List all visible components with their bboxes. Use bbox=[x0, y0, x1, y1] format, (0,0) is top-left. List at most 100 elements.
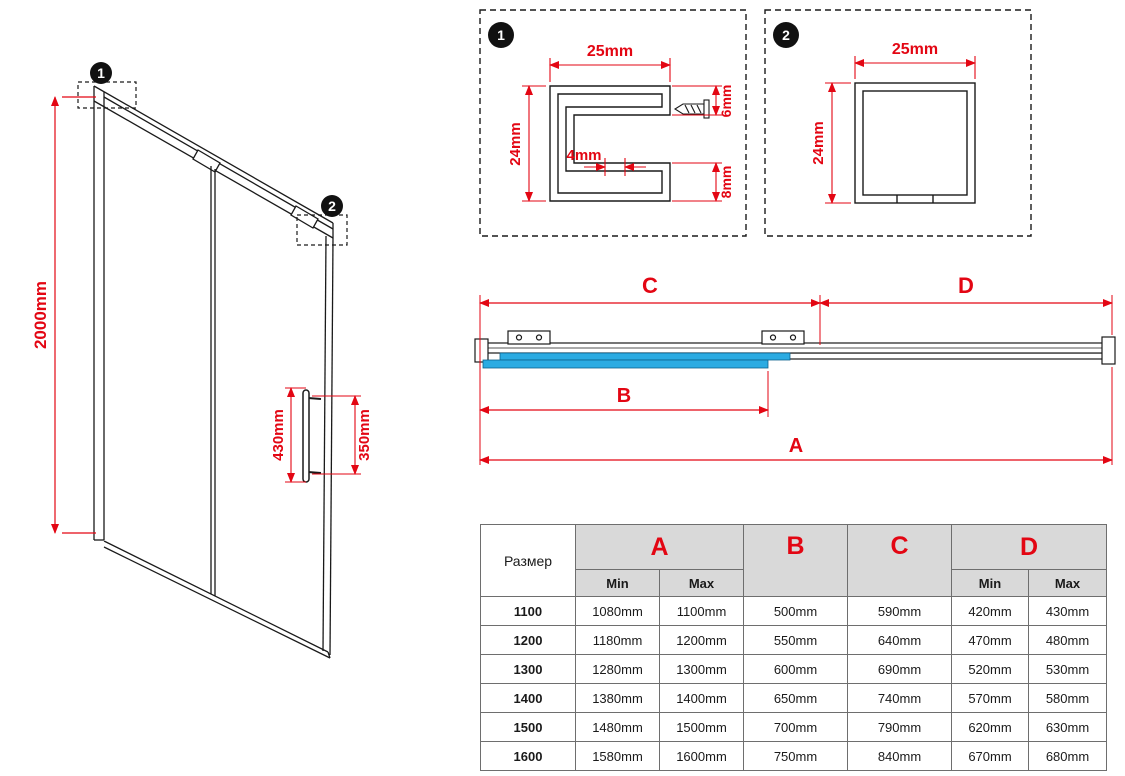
dimension-profile-width-label: 25mm bbox=[587, 43, 633, 60]
b-cell: 600mm bbox=[743, 654, 848, 684]
size-cell: 1100 bbox=[480, 596, 576, 626]
callout-1: 1 bbox=[77, 62, 137, 109]
c-cell: 690mm bbox=[847, 654, 952, 684]
size-table: Размер A B C D Min Max Min Max 1100 1080… bbox=[480, 524, 1107, 771]
dimension-c-label: C bbox=[642, 273, 658, 298]
d-max-cell: 530mm bbox=[1028, 654, 1107, 684]
dimension-a-label: A bbox=[789, 435, 803, 457]
dimension-handle-length-label: 430mm bbox=[270, 409, 287, 461]
d-max-cell: 480mm bbox=[1028, 625, 1107, 655]
a-max-cell: 1600mm bbox=[659, 741, 744, 771]
c-cell: 640mm bbox=[847, 625, 952, 655]
d-max-cell: 630mm bbox=[1028, 712, 1107, 742]
detail-2-badge bbox=[773, 22, 799, 48]
d-max-cell: 680mm bbox=[1028, 741, 1107, 771]
d-min-cell: 570mm bbox=[951, 683, 1029, 713]
a-min-cell: 1480mm bbox=[575, 712, 660, 742]
size-cell: 1500 bbox=[480, 712, 576, 742]
table-subheader-d-min: Min bbox=[951, 569, 1029, 597]
callout-2-label: 2 bbox=[328, 198, 336, 214]
table-row: 1100 1080mm 1100mm 500mm 590mm 420mm 430… bbox=[480, 596, 1107, 626]
a-max-cell: 1200mm bbox=[659, 625, 744, 655]
detail-2-region-box bbox=[296, 214, 348, 246]
a-min-cell: 1280mm bbox=[575, 654, 660, 684]
dimension-d-label: D bbox=[958, 273, 974, 298]
c-cell: 740mm bbox=[847, 683, 952, 713]
detail-1-drawing: 1 25mm 24mm 6mm bbox=[479, 9, 747, 237]
c-cell: 590mm bbox=[847, 596, 952, 626]
dimension-top-wall-label: 6mm bbox=[718, 85, 734, 118]
table-subheader-a-max: Max bbox=[659, 569, 744, 597]
dimension-profile-width bbox=[549, 58, 671, 82]
table-row: 1200 1180mm 1200mm 550mm 640mm 470mm 480… bbox=[480, 625, 1107, 655]
callout-2: 2 bbox=[296, 195, 348, 246]
a-max-cell: 1400mm bbox=[659, 683, 744, 713]
a-min-cell: 1080mm bbox=[575, 596, 660, 626]
dimension-handle-holes-label: 350mm bbox=[356, 409, 373, 461]
dimension-square-height-label: 24mm bbox=[810, 121, 827, 164]
a-max-cell: 1100mm bbox=[659, 596, 744, 626]
dimension-slot bbox=[584, 158, 646, 176]
table-header-d: D bbox=[951, 524, 1107, 570]
square-profile-section bbox=[854, 82, 976, 204]
table-row: 1600 1580mm 1600mm 750mm 840mm 670mm 680… bbox=[480, 741, 1107, 771]
door-structure bbox=[93, 85, 334, 659]
fixed-glass-panel bbox=[499, 352, 791, 361]
d-min-cell: 620mm bbox=[951, 712, 1029, 742]
a-max-cell: 1500mm bbox=[659, 712, 744, 742]
size-cell: 1200 bbox=[480, 625, 576, 655]
dimension-handle-holes bbox=[312, 395, 361, 475]
d-min-cell: 420mm bbox=[951, 596, 1029, 626]
callout-1-label: 1 bbox=[97, 65, 105, 81]
detail-2-drawing: 2 25mm 24mm bbox=[764, 9, 1032, 237]
table-row: 1300 1280mm 1300mm 600mm 690mm 520mm 530… bbox=[480, 654, 1107, 684]
b-cell: 700mm bbox=[743, 712, 848, 742]
d-min-cell: 670mm bbox=[951, 741, 1029, 771]
callout-1-badge bbox=[90, 62, 112, 84]
b-cell: 550mm bbox=[743, 625, 848, 655]
table-subheader-d-max: Max bbox=[1028, 569, 1107, 597]
size-cell: 1300 bbox=[480, 654, 576, 684]
a-min-cell: 1380mm bbox=[575, 683, 660, 713]
d-max-cell: 580mm bbox=[1028, 683, 1107, 713]
table-subheader-a-min: Min bbox=[575, 569, 660, 597]
plan-section-drawing: C D B A bbox=[474, 273, 1116, 465]
size-cell: 1600 bbox=[480, 741, 576, 771]
table-header-c: C bbox=[847, 524, 952, 597]
dimension-top-wall bbox=[672, 85, 722, 116]
detail-2-badge-label: 2 bbox=[782, 27, 790, 43]
door-drawing: 1 2 2000mm 430mm 350mm bbox=[31, 62, 373, 659]
table-header-b: B bbox=[743, 524, 848, 597]
dimension-door-height-label: 2000mm bbox=[31, 281, 50, 349]
size-cell: 1400 bbox=[480, 683, 576, 713]
door-handle bbox=[302, 389, 322, 483]
table-row: 1400 1380mm 1400mm 650mm 740mm 570mm 580… bbox=[480, 683, 1107, 713]
detail-2-frame bbox=[764, 9, 1032, 237]
wall-profile-section bbox=[549, 85, 671, 202]
dimension-door-height bbox=[51, 96, 96, 534]
detail-1-badge bbox=[488, 22, 514, 48]
b-cell: 750mm bbox=[743, 741, 848, 771]
dimension-square-width-label: 25mm bbox=[892, 41, 938, 58]
dimension-handle-length bbox=[285, 387, 306, 483]
c-cell: 840mm bbox=[847, 741, 952, 771]
detail-1-region-box bbox=[77, 81, 137, 109]
sliding-glass-panel bbox=[482, 359, 769, 369]
d-min-cell: 470mm bbox=[951, 625, 1029, 655]
anchor-screw-icon bbox=[673, 99, 710, 119]
dimension-square-width bbox=[854, 56, 976, 79]
dimension-square-height bbox=[825, 82, 851, 204]
glass-panels bbox=[482, 352, 791, 369]
b-cell: 650mm bbox=[743, 683, 848, 713]
dimension-profile-height bbox=[522, 85, 546, 202]
c-cell: 790mm bbox=[847, 712, 952, 742]
d-min-cell: 520mm bbox=[951, 654, 1029, 684]
dimension-slot-label: 4mm bbox=[566, 147, 601, 164]
table-header-size: Размер bbox=[480, 524, 576, 597]
a-min-cell: 1180mm bbox=[575, 625, 660, 655]
a-min-cell: 1580mm bbox=[575, 741, 660, 771]
b-cell: 500mm bbox=[743, 596, 848, 626]
detail-1-badge-label: 1 bbox=[497, 27, 505, 43]
table-header-a: A bbox=[575, 524, 744, 570]
